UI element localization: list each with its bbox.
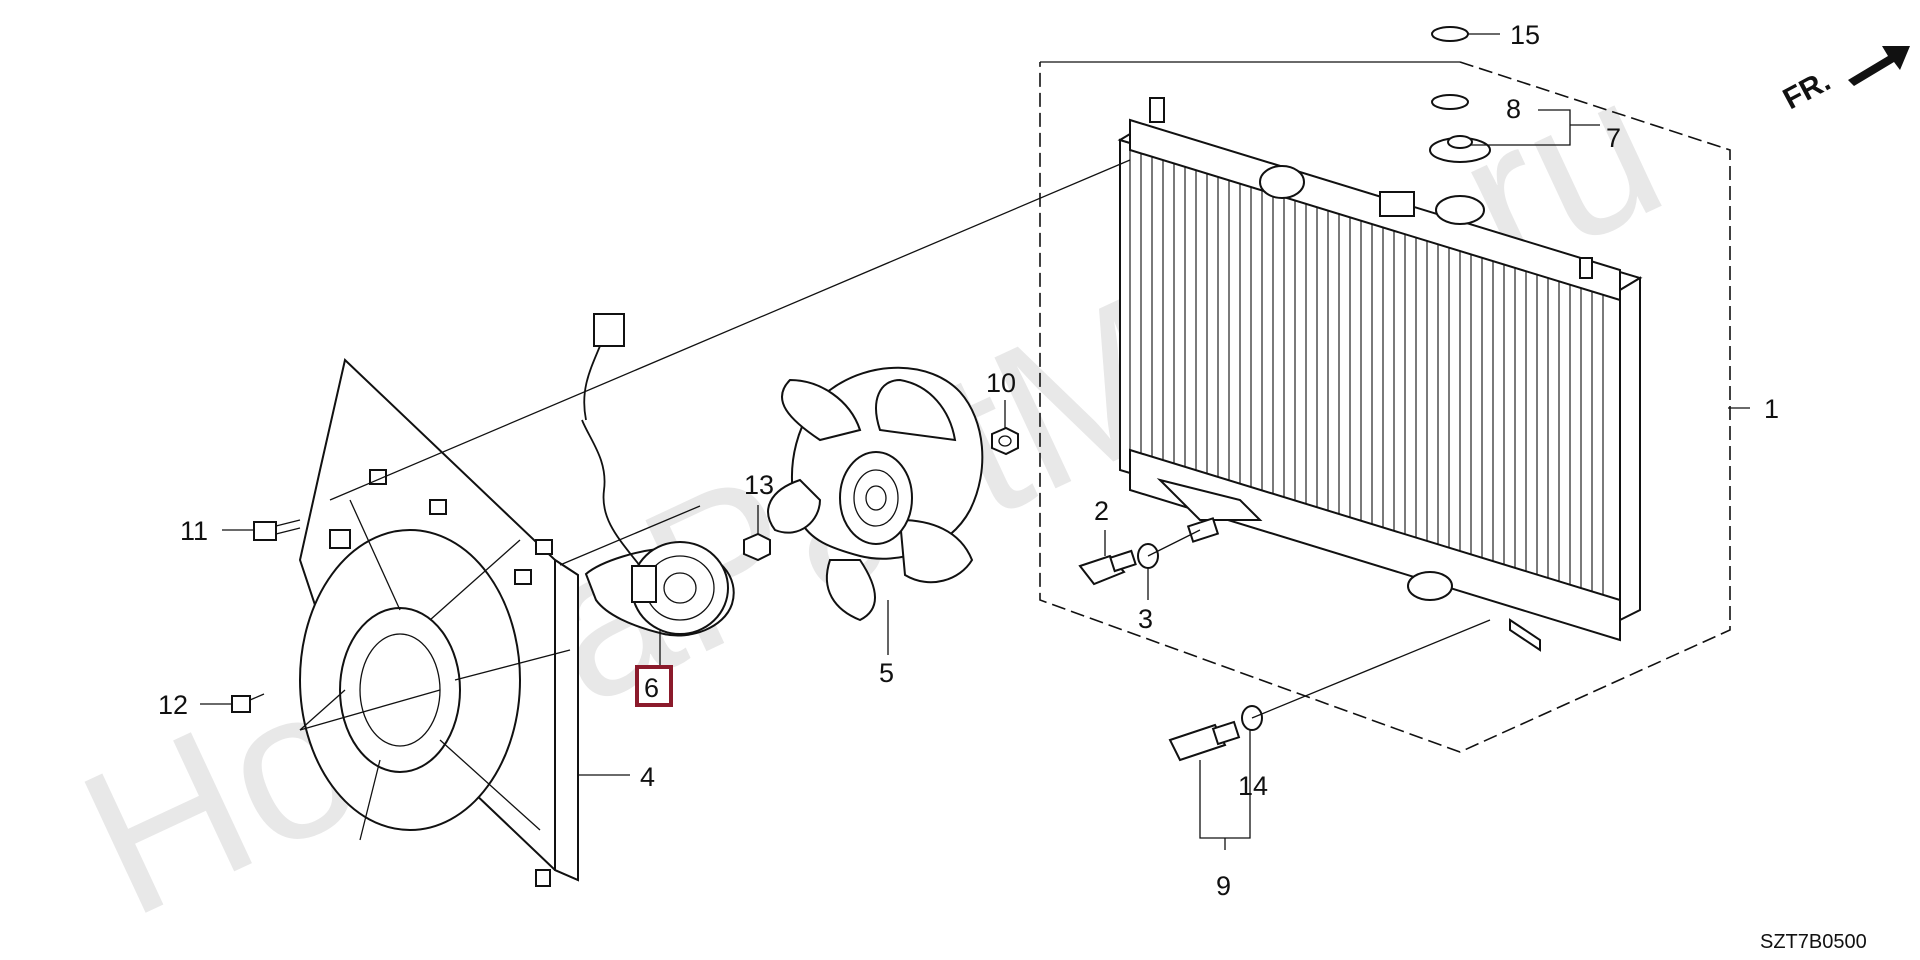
callout-1: 1 <box>1764 394 1779 424</box>
radiator <box>1117 97 1643 652</box>
radiator-assembly-box <box>1039 61 1731 753</box>
radiator-cap <box>1429 135 1491 163</box>
callout-12: 12 <box>158 690 188 720</box>
top-seal <box>1431 26 1469 42</box>
callout-6: 6 <box>644 673 659 703</box>
front-direction-label: FR. <box>1778 64 1836 116</box>
drain-plug <box>1078 549 1137 586</box>
callout-5: 5 <box>879 658 894 688</box>
leader-sensor-radiator <box>1251 619 1491 719</box>
leader-shroud-radiator <box>329 159 1131 501</box>
cap-seal <box>1431 94 1469 110</box>
cooling-fan <box>767 366 984 622</box>
callout-2: 2 <box>1094 496 1109 526</box>
callout-15: 15 <box>1510 20 1540 50</box>
callout-7: 7 <box>1606 123 1621 153</box>
callout-4: 4 <box>640 762 655 792</box>
drain-pipe <box>1186 517 1220 543</box>
callout-11: 11 <box>180 516 208 546</box>
callout-13: 13 <box>744 470 774 500</box>
callout-14: 14 <box>1238 771 1268 801</box>
front-direction-arrow: FR. <box>1778 46 1910 116</box>
diagram-code: SZT7B0500 <box>1760 931 1867 953</box>
callout-10: 10 <box>986 368 1016 398</box>
callout-8: 8 <box>1506 94 1521 124</box>
nut-13 <box>743 532 771 562</box>
bolt-12 <box>231 693 265 713</box>
leader-motor-shaft <box>559 505 701 566</box>
radiator-core-fins <box>1129 150 1604 612</box>
callout-9: 9 <box>1216 871 1231 901</box>
nut-10 <box>991 426 1019 456</box>
bolt-11 <box>253 519 301 541</box>
fan-shroud <box>298 358 579 887</box>
highlight-box-6 <box>635 665 673 707</box>
fan-motor <box>581 313 735 637</box>
leader-drain-radiator <box>1147 529 1201 557</box>
temperature-sensor <box>1168 720 1241 762</box>
callout-3: 3 <box>1138 604 1153 634</box>
